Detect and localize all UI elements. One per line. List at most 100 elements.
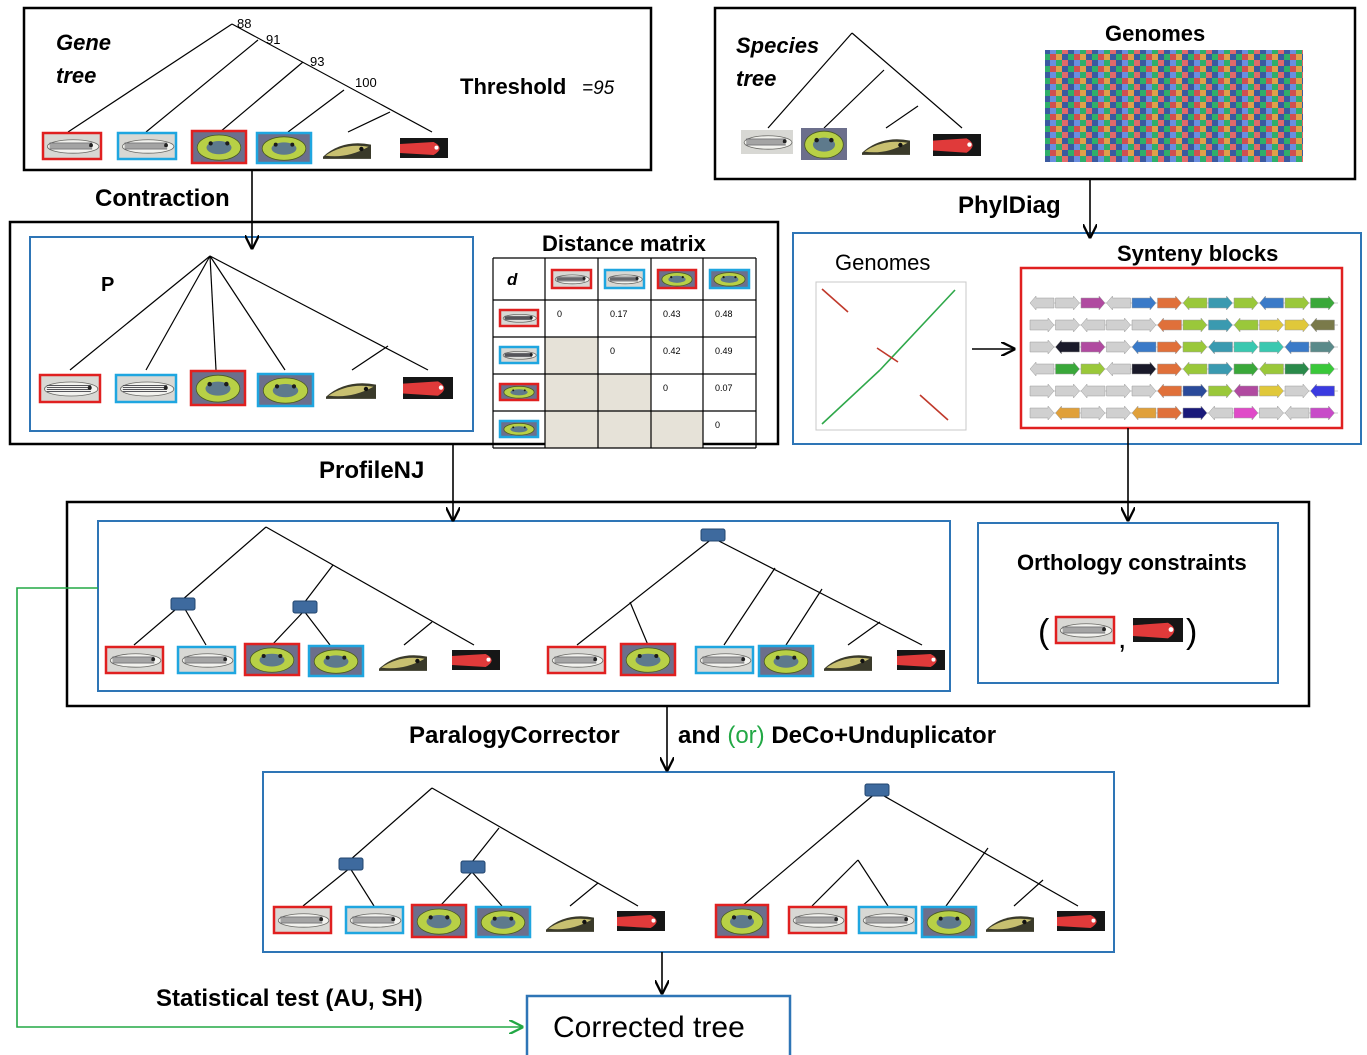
dotplot-diagonal — [919, 394, 949, 421]
medaka-fish-icon — [824, 655, 872, 671]
synteny-gene-arrow — [1233, 295, 1259, 311]
duplication-node — [170, 597, 196, 611]
zebra-fish-icon — [498, 308, 540, 328]
synteny-gene-arrow — [1055, 317, 1080, 333]
redfish-fish-icon — [400, 138, 448, 158]
synteny-gene-arrow — [1029, 295, 1055, 311]
synteny-blocks — [1029, 295, 1338, 421]
orthology-comma: , — [1118, 622, 1126, 655]
puffer-fish-icon — [243, 642, 301, 677]
phyldiag-step: PhylDiag — [958, 192, 1061, 219]
distance-matrix-title: Distance matrix — [542, 231, 707, 256]
synteny-gene-arrow — [1284, 317, 1310, 333]
dotplot-diagonal — [821, 369, 881, 425]
synteny-box — [792, 232, 1362, 445]
synteny-gene-arrow — [1157, 383, 1182, 399]
synteny-gene-arrow — [1131, 405, 1157, 421]
zebra-fish-icon — [694, 645, 755, 675]
contraction-step: Contraction — [95, 185, 230, 212]
synteny-gene-arrow — [1284, 339, 1310, 355]
zebra-fish-icon — [787, 905, 848, 935]
threshold-label: Threshold — [460, 74, 566, 99]
duplication-node — [292, 600, 318, 614]
puffer-fish-icon — [255, 131, 313, 165]
redfish-fish-icon — [933, 134, 981, 156]
synteny-gene-arrow — [1310, 383, 1335, 399]
genome-sequence-image — [1045, 50, 1303, 162]
matrix-value: 0.49 — [715, 346, 733, 356]
support-value: 91 — [266, 32, 280, 47]
puffer-fish-icon — [619, 642, 677, 677]
synteny-gene-arrow — [1208, 295, 1233, 311]
synteny-gene-arrow — [1259, 361, 1284, 377]
synteny-gene-arrow — [1182, 405, 1208, 421]
synteny-gene-arrow — [1182, 383, 1208, 399]
gene-tree-title-1: Gene — [56, 30, 111, 55]
synteny-gene-arrow — [1080, 405, 1106, 421]
synteny-blocks-box — [1019, 266, 1344, 430]
synteny-gene-arrow — [1284, 383, 1310, 399]
corrected-trees-box — [262, 771, 1115, 953]
zebra-fish-icon — [546, 645, 607, 675]
matrix-empty-cell — [545, 337, 598, 374]
genomes-title: Genomes — [1105, 21, 1205, 46]
matrix-empty-cell — [651, 411, 703, 448]
zebra-fish-icon — [41, 131, 103, 161]
synteny-gene-arrow — [1310, 295, 1335, 311]
synteny-gene-arrow — [1080, 295, 1106, 311]
zebra-fish-icon — [344, 905, 405, 935]
matrix-empty-cell — [598, 411, 651, 448]
orthology-box — [977, 522, 1279, 684]
synteny-gene-arrow — [1157, 405, 1182, 421]
species-tree-title-2: tree — [736, 66, 776, 91]
zebra-fish-icon — [1054, 615, 1116, 645]
zebra-fish-icon — [550, 268, 593, 290]
synteny-gene-arrow — [1284, 405, 1310, 421]
synteny-gene-arrow — [1310, 405, 1335, 421]
deco-step-line: and (or) DeCo+Unduplicator — [678, 722, 996, 749]
zebra-fish-icon — [498, 345, 540, 365]
synteny-gene-arrow — [1055, 383, 1080, 399]
synteny-gene-arrow — [1259, 339, 1284, 355]
synteny-gene-arrow — [1157, 339, 1182, 355]
synteny-gene-arrow — [1029, 339, 1055, 355]
puffer-fish-icon — [190, 129, 248, 165]
puffer-fish-icon — [498, 382, 540, 402]
or-word: (or) — [727, 722, 764, 749]
synteny-gene-arrow — [1233, 339, 1259, 355]
synteny-gene-arrow — [1182, 317, 1208, 333]
synteny-gene-arrow — [1157, 295, 1182, 311]
synteny-gene-arrow — [1182, 339, 1208, 355]
duplication-node — [460, 860, 486, 874]
support-value: 93 — [310, 54, 324, 69]
puffer-fish-icon — [714, 903, 770, 939]
redfish-fish-icon — [897, 650, 945, 670]
puffer-fish-icon — [307, 644, 365, 678]
matrix-value: 0.07 — [715, 383, 733, 393]
redfish-fish-icon — [1133, 618, 1183, 642]
synteny-gene-arrow — [1080, 317, 1106, 333]
synteny-gene-arrow — [1106, 383, 1131, 399]
synteny-gene-arrow — [1131, 295, 1157, 311]
duplication-node — [700, 528, 726, 542]
species-tree-box — [713, 6, 1357, 181]
corrected-tree-label: Corrected tree — [553, 1011, 745, 1044]
medaka-fish-icon — [986, 916, 1034, 932]
synteny-gene-arrow — [1131, 339, 1157, 355]
matrix-value: 0.42 — [663, 346, 681, 356]
synteny-gene-arrow — [1055, 361, 1080, 377]
fish-icons — [38, 128, 1183, 939]
puffer-fish-icon — [256, 372, 315, 408]
matrix-corner: d — [507, 270, 518, 289]
synteny-blocks-title: Synteny blocks — [1117, 241, 1278, 266]
matrix-value: 0.43 — [663, 309, 681, 319]
puffer-fish-icon — [920, 905, 978, 939]
synteny-gene-arrow — [1182, 361, 1208, 377]
puffer-fish-icon — [757, 644, 815, 678]
duplication-node — [864, 783, 890, 797]
synteny-gene-arrow — [1106, 361, 1131, 377]
synteny-gene-arrow — [1233, 361, 1259, 377]
orthology-open-paren: ( — [1038, 613, 1050, 651]
